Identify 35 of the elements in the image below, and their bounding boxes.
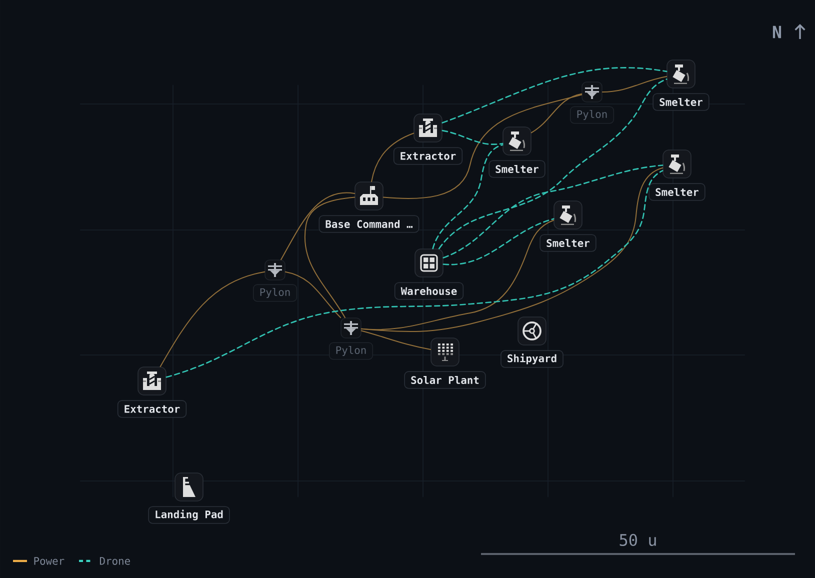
dashed-connector xyxy=(166,170,664,378)
name-label: Landing Pad xyxy=(148,506,230,524)
dashed-connector xyxy=(442,164,664,258)
dashed-connector xyxy=(432,144,504,250)
name-label: Smelter xyxy=(488,160,546,178)
name-label: Pylon xyxy=(328,342,374,360)
scale-label: 50 u xyxy=(620,534,656,546)
dashed-connector xyxy=(442,67,668,124)
dashed-connector xyxy=(442,218,554,266)
name-label: Shipyard xyxy=(500,350,564,368)
legend-label: Power xyxy=(34,557,64,565)
name-label: Smelter xyxy=(540,234,596,252)
dashed-connector xyxy=(442,130,504,145)
connector-line xyxy=(160,271,266,368)
name-label: Smelter xyxy=(652,93,710,111)
connector-line xyxy=(284,271,342,318)
connector-line xyxy=(382,94,582,199)
connector-line xyxy=(360,167,664,332)
connector-line xyxy=(304,196,356,318)
dashed-connector xyxy=(438,78,668,250)
name-label: Extractor xyxy=(117,400,187,418)
connector-line xyxy=(602,76,668,92)
name-label: Pylon xyxy=(570,106,614,124)
connector-line xyxy=(371,132,414,182)
name-label: Solar Plant xyxy=(404,371,486,389)
connector-line xyxy=(280,192,356,260)
connector-line xyxy=(530,93,582,134)
name-label: Warehouse xyxy=(394,282,464,300)
name-label: Base Command … xyxy=(318,215,420,233)
name-label: Pylon xyxy=(252,284,298,302)
connector-line xyxy=(360,330,432,350)
name-label: Extractor xyxy=(393,147,463,165)
compass-letter: N xyxy=(772,26,782,38)
legend-label: Drone xyxy=(100,557,130,565)
name-label: Smelter xyxy=(648,183,706,201)
